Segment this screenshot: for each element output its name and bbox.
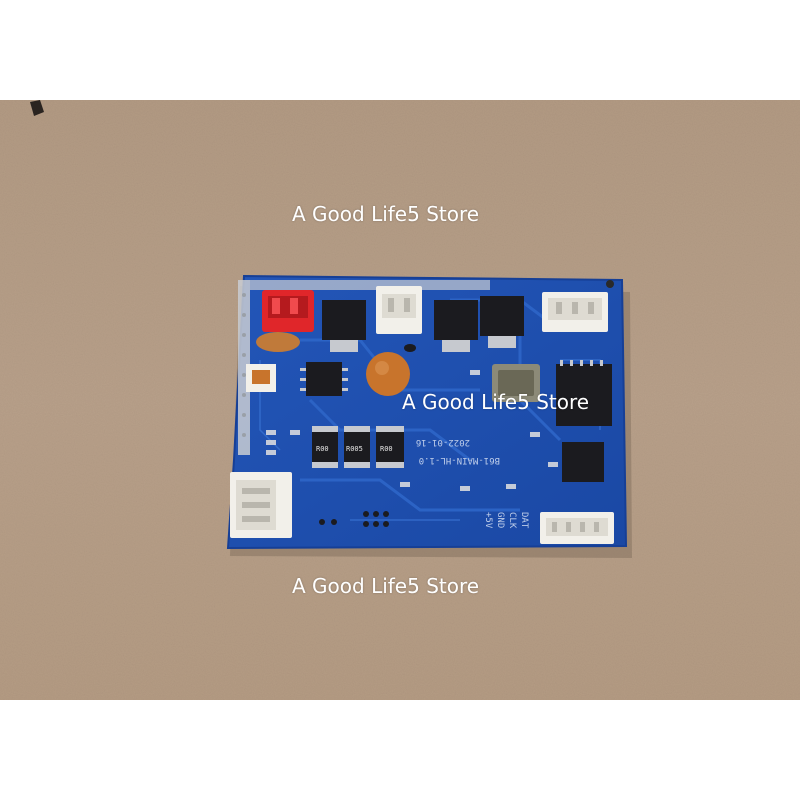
silk-pin-dat: DAT — [519, 512, 529, 529]
mounting-hole — [606, 280, 614, 288]
silk-pin-clk: CLK — [507, 512, 517, 529]
ic-chip-2 — [556, 364, 612, 426]
resistor-row — [312, 426, 404, 468]
silk-resistor-2: R005 — [346, 445, 363, 453]
capacitor-center — [366, 352, 410, 396]
silk-resistor-3: R00 — [380, 445, 393, 453]
white-connector-bottom — [540, 512, 614, 544]
white-connector-right — [542, 292, 608, 332]
silk-resistor-1: R00 — [316, 445, 329, 453]
silk-model: B61-MAIN-HL-1.0 — [419, 455, 500, 465]
silk-pin-gnd: GND — [495, 512, 505, 528]
watermark-bottom: A Good Life5 Store — [292, 574, 480, 598]
small-connector — [246, 364, 276, 392]
mosfet-1 — [322, 300, 366, 352]
mosfet-2 — [434, 300, 478, 352]
ic-chip-3 — [562, 442, 604, 482]
cardboard-mark — [30, 100, 44, 116]
capacitor-left — [256, 332, 300, 352]
ic-chip-1 — [306, 362, 342, 396]
pcb-photo-svg: B61-MAIN-HL-1.0 2022-01-16 DAT CLK GND +… — [0, 100, 800, 700]
watermark-top: A Good Life5 Store — [292, 202, 480, 226]
red-connector — [262, 290, 314, 332]
silk-pin-5v: +5V — [483, 512, 493, 529]
watermark-middle: A Good Life5 Store — [402, 390, 590, 414]
product-photo: B61-MAIN-HL-1.0 2022-01-16 DAT CLK GND +… — [0, 100, 800, 700]
silk-date: 2022-01-16 — [416, 437, 470, 447]
white-connector-left — [230, 472, 292, 538]
white-connector-top — [376, 286, 422, 334]
mosfet-3 — [480, 296, 524, 348]
circuit-board: B61-MAIN-HL-1.0 2022-01-16 DAT CLK GND +… — [226, 274, 628, 550]
